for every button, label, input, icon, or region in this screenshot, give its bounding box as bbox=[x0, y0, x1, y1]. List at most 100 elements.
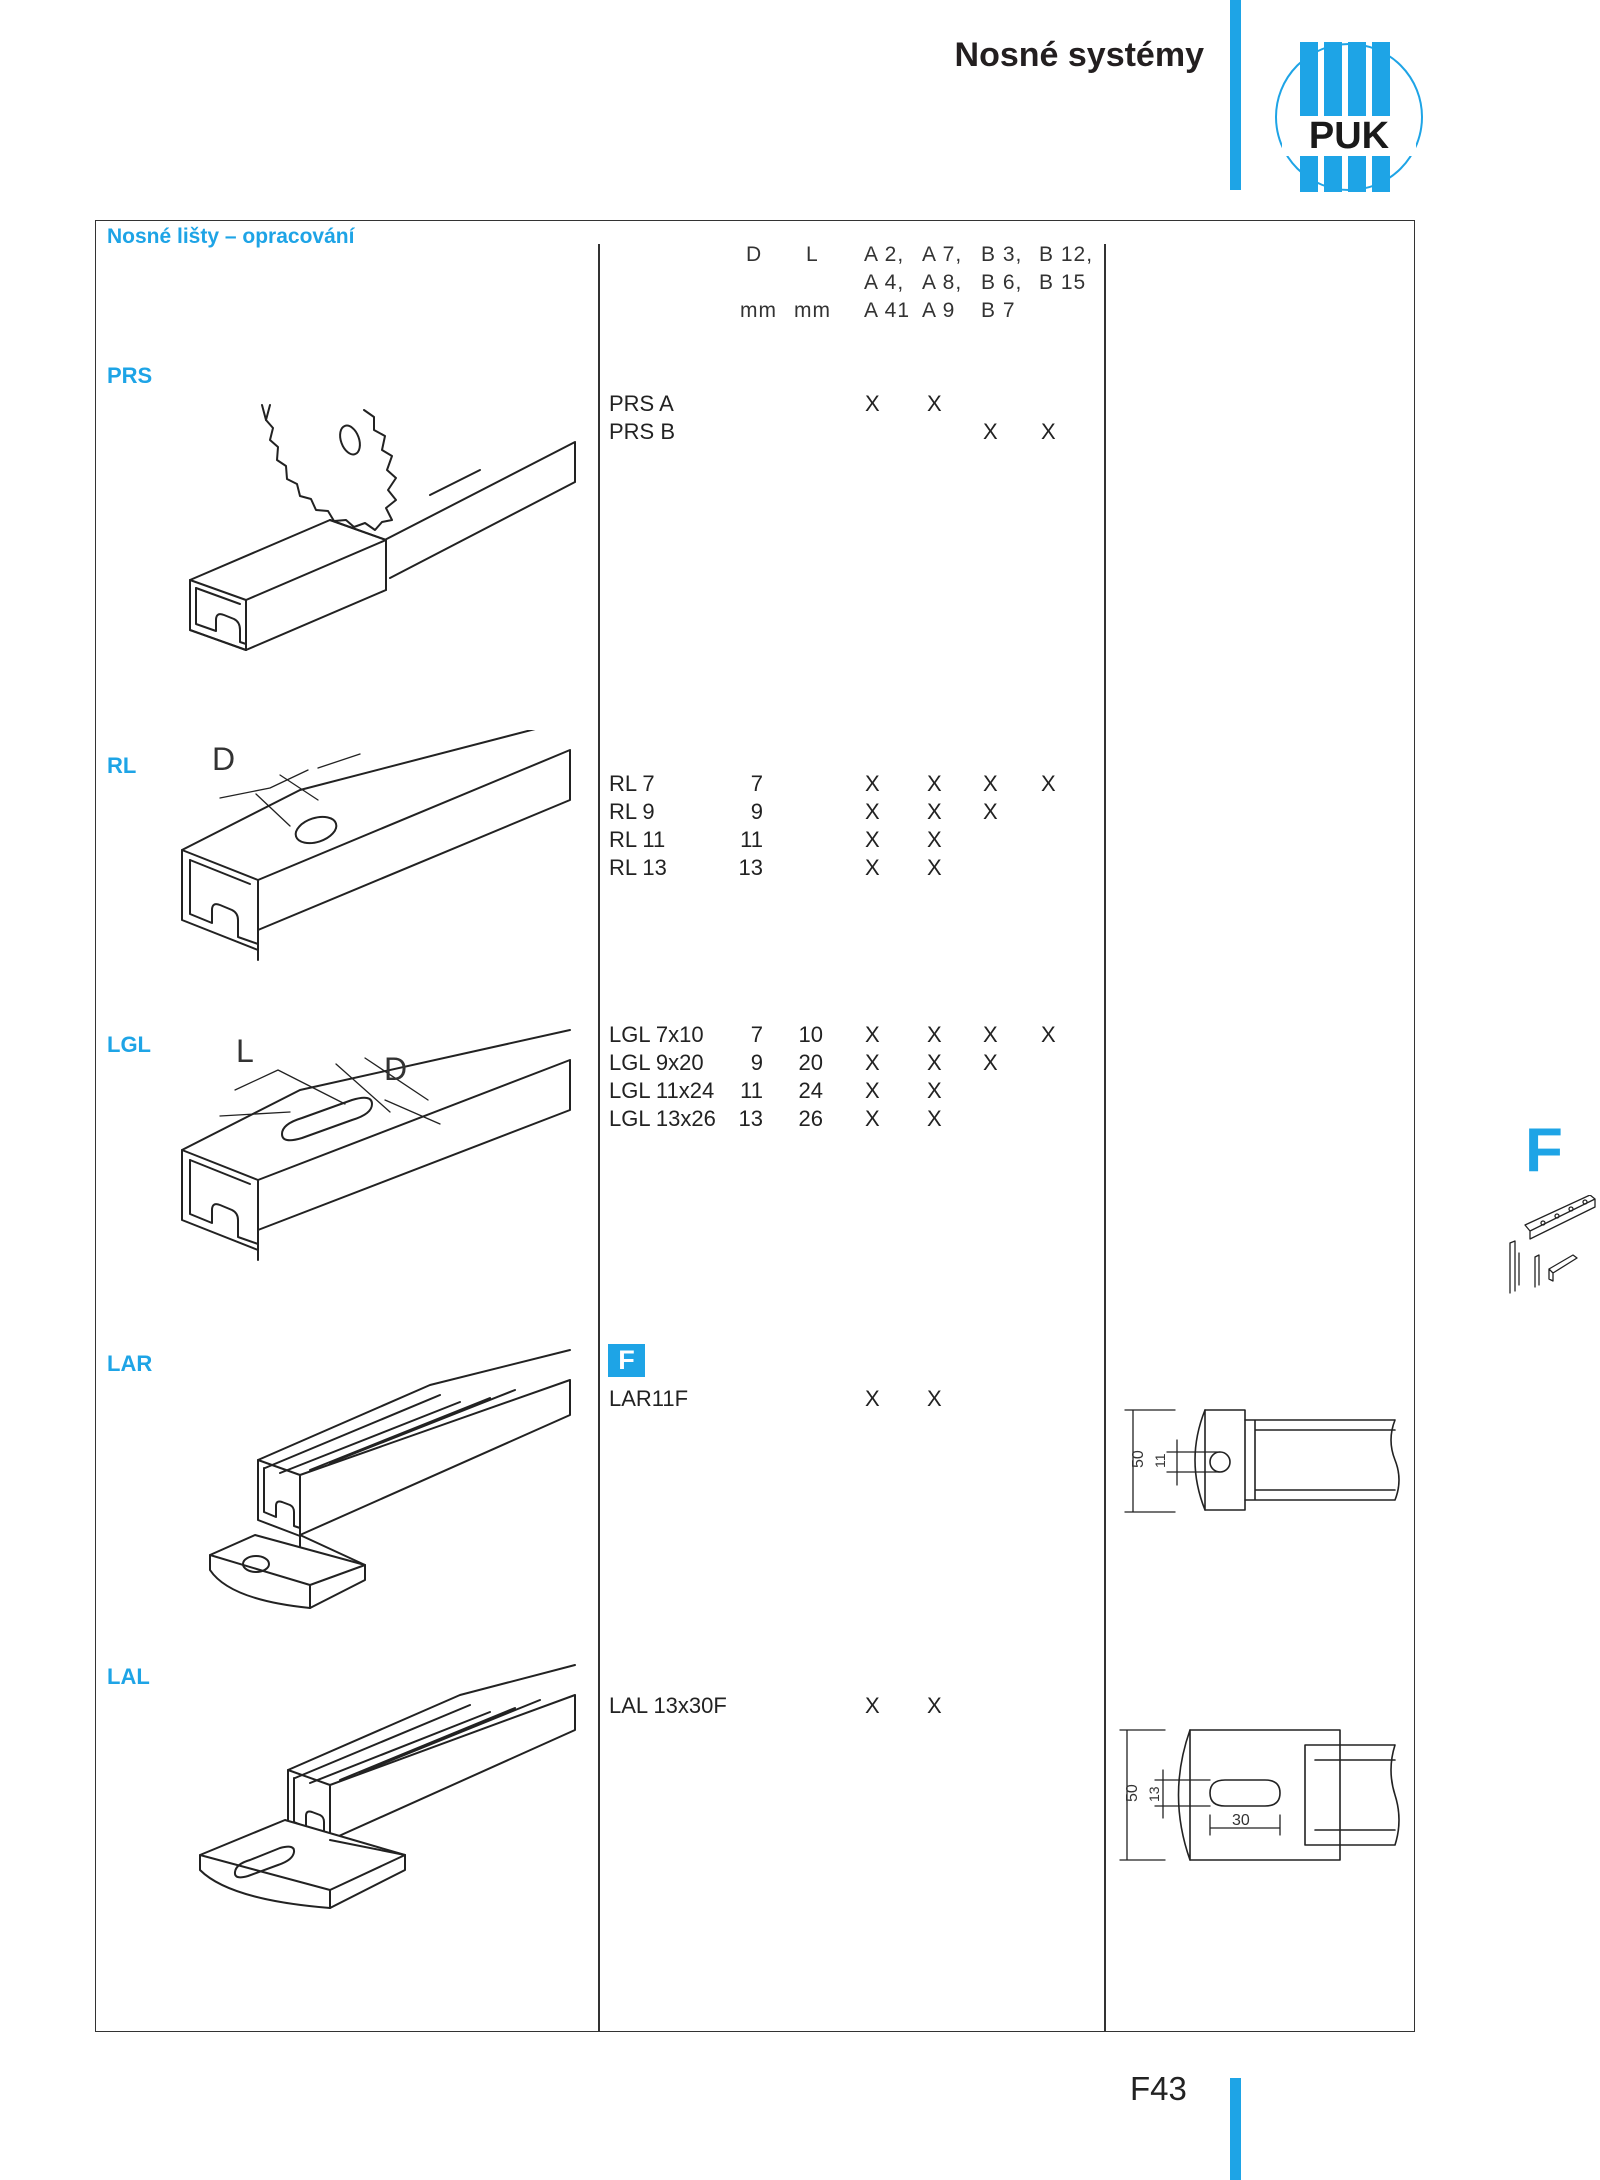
header-a41: A 41 bbox=[864, 299, 911, 322]
row-name: RL 11 bbox=[609, 827, 666, 852]
header-b15: B 15 bbox=[1039, 271, 1087, 294]
row-x2: X bbox=[927, 391, 942, 416]
table-frame bbox=[95, 220, 1415, 2032]
lar-dim-50: 50 bbox=[1130, 1450, 1147, 1468]
row-x2: X bbox=[927, 827, 942, 852]
table-row: LAL 13x30F X X bbox=[609, 1692, 1089, 1720]
row-d: 11 bbox=[740, 827, 763, 852]
rows-lgl: LGL 7x10 7 10 X X X X LGL 9x20 9 20 X X … bbox=[609, 1021, 1089, 1136]
header-accent-bar bbox=[1230, 0, 1241, 190]
row-name: LGL 11x24 bbox=[609, 1078, 715, 1103]
header-unit-l: mm bbox=[794, 299, 831, 322]
row-x3: X bbox=[983, 771, 998, 796]
header-a8: A 8, bbox=[922, 271, 963, 294]
lar-dimension-drawing: 50 11 bbox=[1124, 1409, 1400, 1513]
row-x2: X bbox=[927, 1078, 942, 1103]
row-d: 11 bbox=[740, 1078, 763, 1103]
header-a9: A 9 bbox=[922, 299, 956, 322]
row-name: LGL 7x10 bbox=[609, 1022, 704, 1047]
row-x1: X bbox=[865, 1022, 880, 1047]
prs-drawing bbox=[189, 404, 576, 651]
row-l: 20 bbox=[798, 1050, 823, 1075]
section-label-lar: LAR bbox=[107, 1351, 153, 1376]
row-x3: X bbox=[983, 1050, 998, 1075]
row-x1: X bbox=[865, 391, 880, 416]
row-d: 9 bbox=[750, 1050, 763, 1075]
side-tab-letter: F bbox=[1525, 1116, 1563, 1185]
rl-dim-d: D bbox=[212, 741, 235, 777]
row-l: 26 bbox=[798, 1106, 823, 1131]
row-x3: X bbox=[983, 1022, 998, 1047]
row-x4: X bbox=[1041, 771, 1056, 796]
table-row: LAR11F X X bbox=[609, 1385, 1089, 1413]
header-b3: B 3, bbox=[981, 243, 1023, 266]
side-tab-rail-icon bbox=[1509, 1195, 1596, 1294]
row-name: PRS A bbox=[609, 391, 674, 416]
row-x2: X bbox=[927, 1386, 942, 1411]
header-b6: B 6, bbox=[981, 271, 1023, 294]
section-label-lgl: LGL bbox=[107, 1032, 151, 1057]
footer-accent-bar bbox=[1230, 2078, 1241, 2180]
row-l: 10 bbox=[798, 1022, 823, 1047]
header-b7: B 7 bbox=[981, 299, 1016, 322]
row-d: 13 bbox=[738, 1106, 763, 1131]
row-name: LGL 13x26 bbox=[609, 1106, 716, 1131]
row-name: LGL 9x20 bbox=[609, 1050, 704, 1075]
header-row-3: mm mm A 41 A 9 B 7 bbox=[740, 299, 1094, 327]
row-name: LAR11F bbox=[609, 1386, 689, 1411]
header-unit-d: mm bbox=[740, 299, 777, 322]
row-x2: X bbox=[927, 1693, 942, 1718]
row-x1: X bbox=[865, 1693, 880, 1718]
page-number: F43 bbox=[1130, 2070, 1187, 2107]
header-d: D bbox=[746, 243, 763, 266]
row-d: 7 bbox=[750, 1022, 763, 1047]
row-x1: X bbox=[865, 855, 880, 880]
header-l: L bbox=[806, 243, 819, 266]
logo-text: PUK bbox=[1309, 115, 1390, 157]
table-row: LGL 13x26 13 26 X X bbox=[609, 1105, 1089, 1133]
row-x2: X bbox=[927, 799, 942, 824]
f-badge: F bbox=[608, 1344, 645, 1377]
header-a4: A 4, bbox=[864, 271, 905, 294]
row-d: 9 bbox=[750, 799, 763, 824]
header-row-2: A 4, A 8, B 6, B 15 bbox=[744, 271, 1094, 299]
row-name: RL 13 bbox=[609, 855, 667, 880]
column-divider-right bbox=[1104, 244, 1106, 2032]
page-title: Nosné systémy bbox=[954, 36, 1204, 74]
row-name: LAL 13x30F bbox=[609, 1693, 727, 1718]
row-x1: X bbox=[865, 827, 880, 852]
lgl-dim-l: L bbox=[236, 1033, 254, 1069]
section-title: Nosné lišty – opracování bbox=[107, 225, 355, 248]
table-row: LGL 7x10 7 10 X X X X bbox=[609, 1021, 1089, 1049]
table-row: RL 7 7 X X X X bbox=[609, 770, 1089, 798]
lal-drawing bbox=[199, 1664, 576, 1909]
table-header: D L A 2, A 7, B 3, B 12, A 4, A 8, B 6, … bbox=[740, 243, 1094, 329]
lgl-dim-d: D bbox=[384, 1051, 407, 1087]
row-x1: X bbox=[865, 799, 880, 824]
puk-logo: PUK bbox=[1270, 38, 1428, 196]
lal-dim-13: 13 bbox=[1146, 1786, 1162, 1802]
rows-rl: RL 7 7 X X X X RL 9 9 X X X RL 11 11 X X… bbox=[609, 770, 1089, 885]
lgl-drawing: L D bbox=[181, 1029, 571, 1261]
table-row: RL 11 11 X X bbox=[609, 826, 1089, 854]
table-row: LGL 9x20 9 20 X X X bbox=[609, 1049, 1089, 1077]
rows-lal: LAL 13x30F X X bbox=[609, 1692, 1089, 1722]
lar-dim-11: 11 bbox=[1152, 1453, 1168, 1468]
table-row: RL 9 9 X X X bbox=[609, 798, 1089, 826]
row-name: PRS B bbox=[609, 419, 676, 444]
row-x1: X bbox=[865, 1386, 880, 1411]
table-row: LGL 11x24 11 24 X X bbox=[609, 1077, 1089, 1105]
row-l: 24 bbox=[798, 1078, 823, 1103]
row-x1: X bbox=[865, 1106, 880, 1131]
header-b12: B 12, bbox=[1039, 243, 1094, 266]
row-x2: X bbox=[927, 1022, 942, 1047]
header-row-1: D L A 2, A 7, B 3, B 12, bbox=[744, 243, 1094, 271]
row-x4: X bbox=[1041, 419, 1056, 444]
column-divider-left bbox=[598, 244, 600, 2032]
row-x2: X bbox=[927, 855, 942, 880]
row-x1: X bbox=[865, 771, 880, 796]
table-row: PRS A X X bbox=[609, 390, 1089, 418]
section-label-rl: RL bbox=[107, 753, 137, 778]
lar-drawing bbox=[209, 1349, 571, 1609]
row-x4: X bbox=[1041, 1022, 1056, 1047]
